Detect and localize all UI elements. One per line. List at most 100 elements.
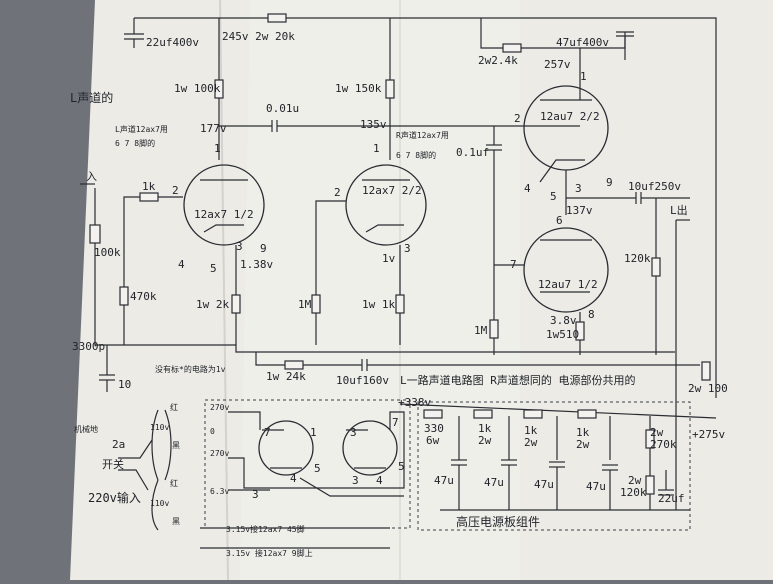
note-mark: 没有标*的电路为1v [155, 364, 226, 374]
label-v38: 3.8v [550, 314, 577, 327]
svg-text:3: 3 [236, 240, 243, 253]
svg-text:1: 1 [373, 142, 380, 155]
label-c01: 0.1uf [456, 146, 489, 159]
label-v110a: 110v [150, 423, 169, 432]
label-board: 高压电源板组件 [456, 514, 540, 529]
label-r2w-d: 2w [650, 426, 664, 439]
label-tube1: 12ax7 1/2 [194, 208, 254, 221]
label-v338: +338v [398, 396, 431, 409]
label-v1: 1v [382, 252, 396, 265]
note-r2: 6 7 8脚的 [396, 150, 436, 160]
svg-text:2: 2 [172, 184, 179, 197]
label-c47u-c: 47u [534, 478, 554, 491]
label-rk3: 1w510 [546, 328, 579, 341]
label-c47u-d: 47u [586, 480, 606, 493]
svg-text:5: 5 [398, 460, 405, 473]
label-r2w-b: 2w [524, 436, 538, 449]
label-v177: 177v [200, 122, 227, 135]
svg-text:5: 5 [550, 190, 557, 203]
label-v0: 0 [210, 427, 215, 436]
label-r2w-a: 2w [478, 434, 492, 447]
svg-text:9: 9 [606, 176, 613, 189]
label-v137: 137v [566, 204, 593, 217]
svg-text:5: 5 [210, 262, 217, 275]
label-c10b: 10 [118, 378, 131, 391]
label-pot: 100k [94, 246, 121, 259]
label-v275: +275v [692, 428, 725, 441]
svg-text:7: 7 [392, 416, 399, 429]
label-out: L出 [670, 203, 688, 217]
label-r-b1: 1w 100k [174, 82, 221, 95]
label-black1: 黑 [172, 441, 180, 450]
label-rk1: 1w 2k [196, 298, 229, 311]
label-red1: 红 [170, 402, 178, 412]
tube-12ax7-b [345, 164, 427, 246]
svg-text:4: 4 [376, 474, 383, 487]
rectifier [118, 399, 411, 549]
label-v270a: 270v [210, 403, 229, 412]
label-r2w-c: 2w [576, 438, 590, 451]
label-v110b: 110v [150, 499, 169, 508]
label-r330: 330 [424, 422, 444, 435]
label-tube2: 12ax7 2/2 [362, 184, 422, 197]
svg-text:3: 3 [404, 242, 411, 255]
stage-3 [486, 70, 690, 355]
stage-2 [311, 79, 580, 345]
label-c1: 22uf400v [146, 36, 199, 49]
svg-text:7: 7 [510, 258, 517, 271]
label-r-top: 245v 2w 20k [222, 30, 295, 43]
label-r-b2: 1w 150k [335, 82, 382, 95]
label-r2w-e: 2w [628, 474, 642, 487]
ground-rail [95, 220, 711, 510]
label-heat1: 3.15v接12ax7 45脚 [226, 524, 305, 534]
label-c10: 10uf250v [628, 180, 681, 193]
tube-12ax7-a [183, 164, 265, 246]
svg-text:2: 2 [334, 186, 341, 199]
label-c22u: 22uf [658, 492, 685, 505]
label-v135: 135v [360, 118, 387, 131]
svg-text:8: 8 [588, 308, 595, 321]
label-cap-001: 0.01u [266, 102, 299, 115]
svg-text:1: 1 [214, 142, 221, 155]
label-c47: 47uf400v [556, 36, 609, 49]
label-v63: 6.3v [210, 487, 229, 496]
label-c47u-a: 47u [434, 474, 454, 487]
label-r24k: 1w 24k [266, 370, 306, 383]
label-r1m2: 1M [474, 324, 488, 337]
label-r470: 470k [130, 290, 157, 303]
svg-text:9: 9 [260, 242, 267, 255]
note-bottom: L一路声道电路图 R声道想同的 电源部份共用的 [400, 373, 636, 387]
top-rail [124, 13, 717, 398]
label-title-l: L声道的 [70, 90, 113, 105]
label-c47u-b: 47u [484, 476, 504, 489]
svg-text:2: 2 [514, 112, 521, 125]
label-r1k-c: 1k [576, 426, 590, 439]
label-rk2: 1w 1k [362, 298, 395, 311]
power-board [399, 401, 717, 531]
label-r120k: 120k [620, 486, 647, 499]
svg-text:3: 3 [350, 426, 357, 439]
label-tube4: 12au7 1/2 [538, 278, 598, 291]
label-heat2: 3.15v 接12ax7 9脚上 [226, 548, 313, 558]
note-r: R声道12ax7用 [396, 130, 449, 140]
label-ac-in: 220v输入 [88, 490, 141, 505]
svg-text:1: 1 [580, 70, 587, 83]
svg-text:6: 6 [556, 214, 563, 227]
note-l2: 6 7 8脚的 [115, 138, 155, 148]
label-r270k: 270k [650, 438, 677, 451]
label-c10uf160: 10uf160v [336, 374, 389, 387]
note-l: L声道12ax7用 [115, 124, 168, 134]
svg-text:4: 4 [524, 182, 531, 195]
label-in: 入 [86, 170, 97, 183]
svg-text:3: 3 [575, 182, 582, 195]
label-rin: 1k [142, 180, 156, 193]
label-c3300: 3300p [72, 340, 105, 353]
label-r330w: 6w [426, 434, 440, 447]
svg-text:7: 7 [264, 426, 271, 439]
svg-text:4: 4 [290, 472, 297, 485]
label-v257: 257v [544, 58, 571, 71]
svg-text:5: 5 [314, 462, 321, 475]
svg-text:3: 3 [352, 474, 359, 487]
